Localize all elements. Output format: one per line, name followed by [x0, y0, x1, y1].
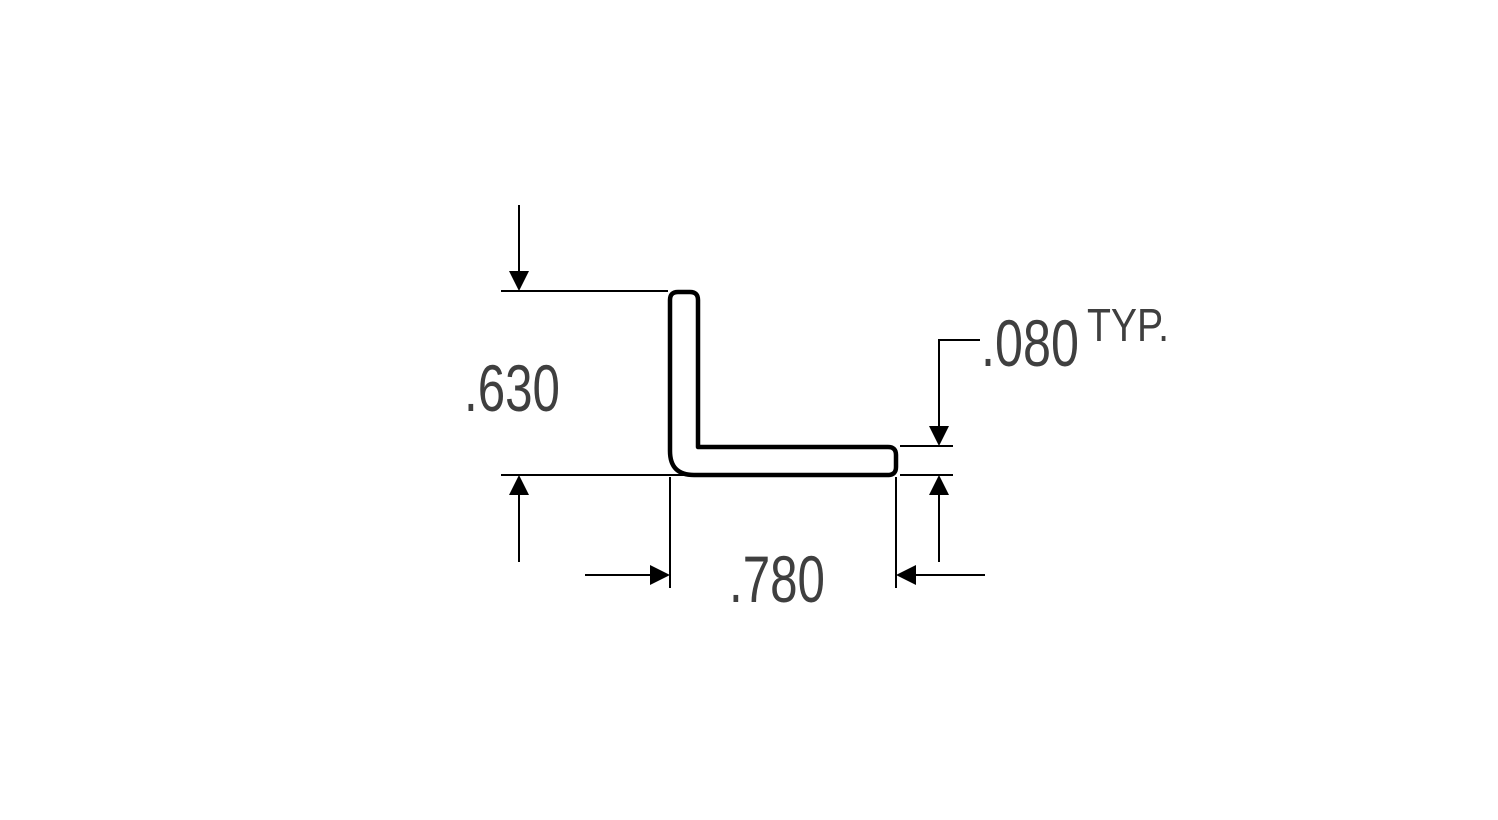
width-dimension: .780: [585, 477, 985, 616]
thickness-dimension: .080 TYP.: [900, 299, 1169, 562]
height-dimension: .630: [464, 205, 684, 562]
height-dimension-label: .630: [464, 351, 560, 425]
thickness-dimension-label: .080: [981, 306, 1079, 380]
angle-profile-outline: [667, 289, 899, 478]
width-dimension-label: .780: [729, 542, 825, 616]
thickness-leader: [929, 339, 980, 446]
thickness-typ-note: TYP.: [1087, 299, 1169, 351]
